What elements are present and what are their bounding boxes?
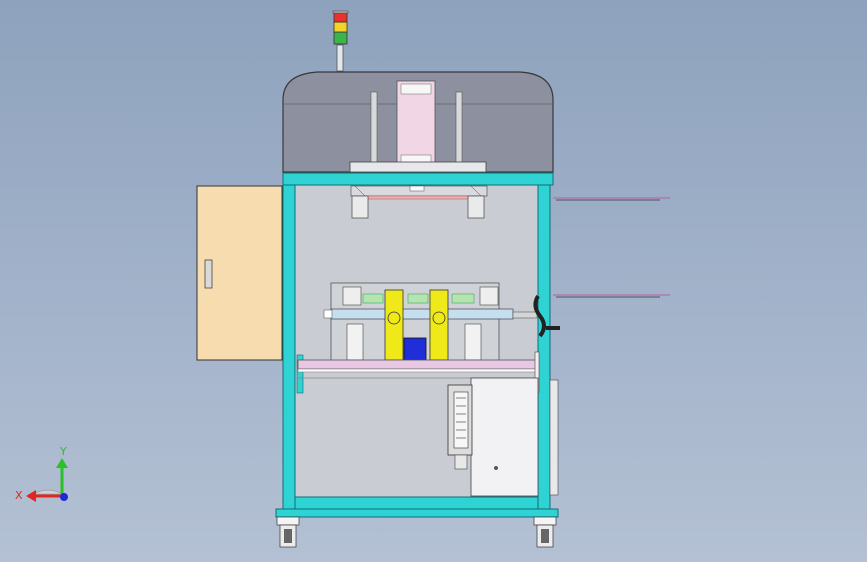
axis-x-label: X [15, 489, 23, 502]
handwheel-icon[interactable] [512, 294, 560, 338]
signal-tower-icon [332, 10, 349, 72]
caster-wheel-icon [533, 516, 557, 548]
electrical-cabinet [447, 377, 559, 497]
lamp-yellow [333, 21, 348, 33]
top-hood [282, 71, 554, 173]
fixture-assembly [323, 282, 514, 364]
yellow-clamp-left [384, 289, 404, 361]
coordinate-triad-icon: Y X [15, 445, 68, 502]
axis-y-label: Y [59, 445, 67, 458]
lamp-red [333, 11, 348, 23]
right-shelf-lower [553, 294, 670, 298]
door-handle[interactable] [204, 259, 213, 289]
side-door[interactable] [196, 185, 283, 361]
caster-wheel-icon [276, 516, 300, 548]
right-shelf-upper [553, 197, 670, 201]
blue-motor [403, 337, 427, 361]
press-head [350, 185, 488, 219]
yellow-clamp-right [429, 289, 449, 361]
work-table [297, 351, 540, 393]
lamp-green [333, 31, 348, 45]
